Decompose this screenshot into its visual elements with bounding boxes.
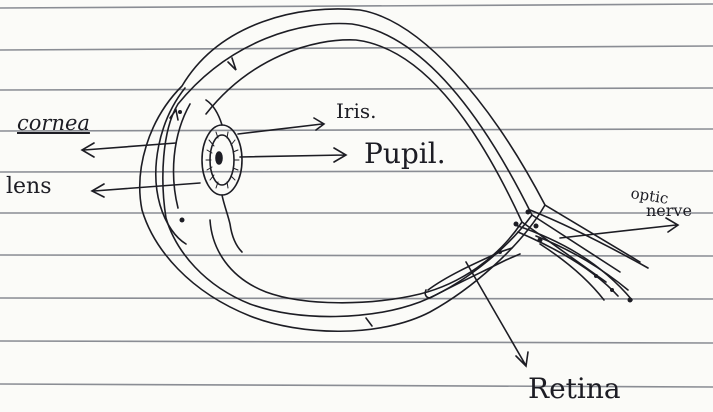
pupil-dot (216, 152, 222, 164)
iris-arrow (238, 118, 324, 134)
lens-arrow (92, 183, 200, 197)
label-retina: Retina (528, 375, 621, 403)
cornea-inner-curve (174, 104, 190, 208)
label-pupil: Pupil. (364, 140, 446, 168)
optic-nerve-arrow (560, 218, 678, 238)
eyeball-middle-wall (163, 24, 620, 317)
label-iris: Iris. (336, 101, 376, 121)
cornea-arrow (82, 143, 176, 157)
nerve-end-mark (366, 318, 372, 326)
cornea-arrow-mark (228, 58, 236, 70)
eyeball-outer-wall (140, 9, 640, 331)
retina-arrow (466, 262, 528, 366)
ruled-lines (0, 4, 713, 387)
eye-drawing (82, 9, 678, 366)
label-cornea: cornea (17, 113, 90, 134)
pupil-arrow (240, 148, 346, 162)
ciliary-lower (222, 195, 242, 252)
label-lens: lens (6, 176, 52, 198)
label-nerve: nerve (646, 203, 692, 219)
optic-fibers-3 (530, 210, 648, 268)
